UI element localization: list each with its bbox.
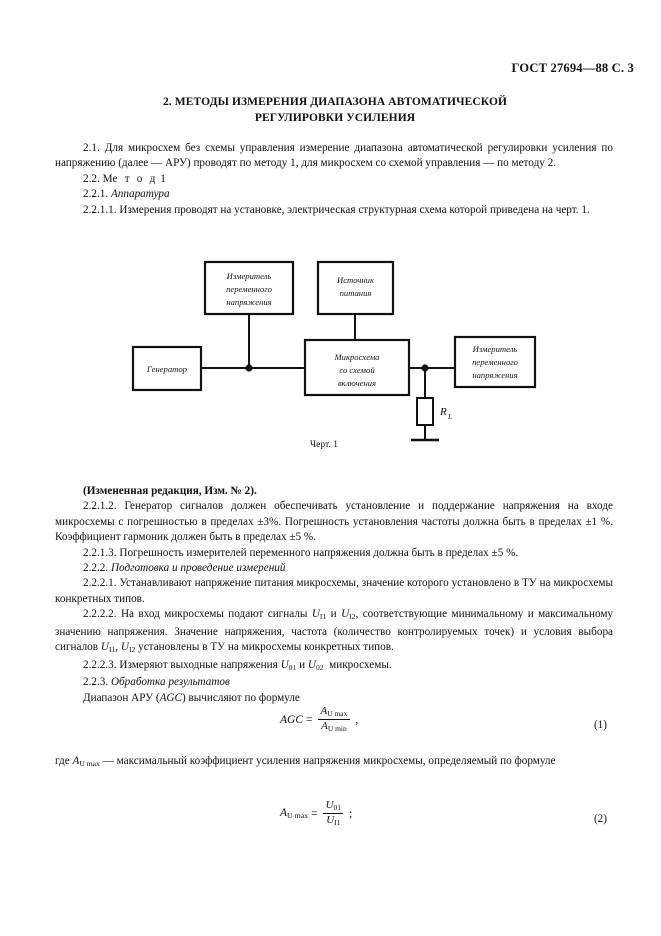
page-title-line-2: РЕГУЛИРОВКИ УСИЛЕНИЯ [254, 111, 416, 124]
paragraph-2-2-1-title: Аппаратура [110, 188, 170, 201]
formula-row-2: AU max = U01 UI1 ; (2) [55, 799, 613, 834]
paragraph-2-2-spaced-word: е т о д [112, 172, 158, 185]
figure-block-diagram: Измеритель переменного напряжения Источн… [0, 248, 661, 463]
paragraph-agc-intro: Диапазон АРУ (AGC) вычисляют по формуле [55, 691, 613, 706]
paragraph-2-2-2-2-part-c: установлены в ТУ на микросхемы конкретны… [135, 641, 394, 654]
formula-2-lhs: AU max [280, 807, 309, 821]
label-resistor-rl: R [439, 406, 447, 418]
formula-2-trailing-punctuation: ; [349, 807, 353, 820]
paragraph-2-2-1-number: 2.2.1. [83, 188, 109, 201]
formula-2-numerator: U01 [325, 799, 341, 813]
paragraph-2-2-2-2-part-b: , соответствующие минимальному и максима… [55, 608, 613, 654]
label-chip-line-1: Микросхема [334, 352, 380, 362]
paragraph-2-2-2-preparation: 2.2.2. Подготовка и проведение измерений [55, 561, 613, 576]
formula-1-denominator: AU min [318, 719, 350, 733]
conjunction-and-2: и [296, 658, 308, 671]
label-meter-right-line-2: переменного [472, 357, 518, 367]
variable-a-umax-inline: AU max [72, 755, 100, 769]
paragraph-2-2-2-3: 2.2.2.3. Измеряют выходные напряжения U0… [55, 658, 613, 676]
formula-2-expression: AU max = U01 UI1 ; [280, 799, 353, 827]
formula-2-equals: = [311, 807, 318, 820]
label-chip-line-2: со схемой [339, 365, 375, 375]
formula-2-number: (2) [593, 813, 607, 825]
page-title: 2. МЕТОДЫ ИЗМЕРЕНИЯ ДИАПАЗОНА АВТОМАТИЧЕ… [95, 95, 575, 126]
label-chip-line-3: включения [338, 378, 376, 388]
agc-intro-variable: AGC [159, 691, 182, 704]
formula-1-fraction: AU max AU min [318, 705, 351, 733]
agc-intro-part-b: ) вычисляют по формуле [181, 691, 300, 704]
formula-1-numerator: AU max [320, 705, 348, 719]
label-power-line-1: Источник [336, 275, 375, 285]
where-part-b: — максимальный коэффициент усиления напр… [99, 755, 556, 767]
label-meter-right-line-3: напряжения [472, 370, 517, 380]
paragraph-2-2-prefix: 2.2. М [83, 172, 113, 185]
variable-u-02-inline: U02 [307, 658, 324, 672]
formula-1-lhs: AGC [280, 713, 303, 726]
variable-u-i1-inline-2: UI1 [100, 641, 116, 655]
page-title-line-1: 2. МЕТОДЫ ИЗМЕРЕНИЯ ДИАПАЗОНА АВТОМАТИЧЕ… [162, 96, 508, 108]
variable-u-i2-inline-2: UI2 [120, 641, 136, 655]
formula-2-fraction: U01 UI1 [323, 799, 344, 827]
paragraph-2-2-2-title: Подготовка и проведение измерений [110, 562, 286, 575]
label-meter-right-line-1: Измеритель [472, 344, 518, 354]
formula-row-1: AGC = AU max AU min , (1) [55, 705, 613, 740]
paragraph-2-2-3-title: Обработка результатов [110, 676, 230, 689]
label-power-line-2: питания [340, 288, 372, 298]
formula-2-denominator: UI1 [323, 813, 344, 827]
paragraph-2-2-3-number: 2.2.3. [83, 676, 109, 689]
box-meter-right-outline [453, 335, 537, 389]
paragraph-2-2-method-1: 2.2. Ме т о д 1 [55, 172, 613, 187]
paragraph-2-2-2-number: 2.2.2. [83, 562, 109, 575]
variable-u-i1-inline-1: UI1 [311, 608, 327, 622]
revision-note: (Измененная редакция, Изм. № 2). [83, 485, 257, 497]
paragraph-2-2-1-apparatus: 2.2.1. Аппаратура [55, 187, 613, 202]
text-block-where-clause: где AU max — максимальный коэффициент ус… [55, 754, 613, 772]
paragraph-2-2-2-2: 2.2.2.2. На вход микросхемы подают сигна… [55, 608, 613, 655]
junction-dot-right [421, 364, 429, 372]
label-meter-left-line-3: напряжения [226, 297, 271, 307]
paragraph-2-2-1-1: 2.2.1.1. Измерения проводят на установке… [83, 203, 590, 216]
label-resistor-rl-subscript: L [447, 412, 452, 421]
conjunction-and-1: и [326, 608, 342, 621]
paragraph-2-2-2-2-part-a: 2.2.2.2. На вход микросхемы подают сигна… [83, 608, 312, 621]
paragraph-where-clause: где AU max — максимальный коэффициент ус… [55, 754, 613, 772]
formula-1-trailing-punctuation: , [355, 713, 359, 726]
agc-intro-part-a: Диапазон АРУ ( [83, 691, 160, 704]
text-block-upper: 2.1. Для микросхем без схемы управления … [55, 141, 613, 218]
figure-caption: Черт. 1 [310, 440, 338, 450]
paragraph-2-1: 2.1. Для микросхем без схемы управления … [55, 142, 613, 170]
page-header-standard-number: ГОСТ 27694—88 С. 3 [511, 61, 634, 75]
label-meter-left-line-1: Измеритель [226, 271, 272, 281]
paragraph-2-2-suffix: 1 [160, 172, 166, 185]
paragraph-2-2-2-3-part-a: 2.2.2.3. Измеряют выходные напряжения [83, 658, 281, 671]
paragraph-2-2-3-processing: 2.2.3. Обработка результатов [55, 675, 613, 690]
block-diagram-svg: Измеритель переменного напряжения Источн… [131, 260, 537, 442]
formula-1-expression: AGC = AU max AU min , [280, 705, 359, 733]
text-block-middle: (Измененная редакция, Изм. № 2). 2.2.1.2… [55, 484, 613, 706]
resistor-rl-outline [416, 397, 434, 426]
paragraph-2-2-2-1: 2.2.2.1. Устанавливают напряжение питани… [55, 577, 613, 605]
label-generator: Генератор [146, 364, 188, 374]
junction-dot-left [245, 364, 253, 372]
label-meter-left-line-2: переменного [226, 284, 272, 294]
where-part-a: где [55, 755, 73, 767]
paragraph-2-2-1-3: 2.2.1.3. Погрешность измерителей перемен… [83, 546, 519, 559]
variable-u-i2-inline-1: UI2 [341, 608, 356, 622]
formula-1-equals: = [306, 713, 313, 726]
formula-1-number: (1) [593, 719, 607, 731]
paragraph-2-2-1-2: 2.2.1.2. Генератор сигналов должен обесп… [55, 500, 613, 544]
paragraph-2-2-2-3-part-b: микросхемы. [326, 658, 392, 671]
variable-u-01-inline: U01 [280, 658, 297, 672]
